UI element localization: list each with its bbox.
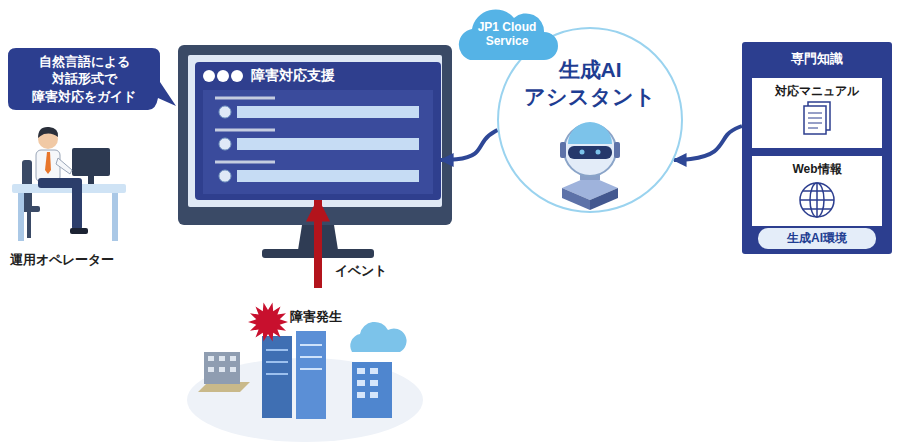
datacenter-illustration-part — [266, 361, 288, 363]
knowledge-panel: 専門知識生成AI環境 対応マニュアル Web情報 — [742, 42, 892, 254]
node-text: Web情報 — [752, 161, 882, 178]
assistant-circle-part — [562, 188, 590, 210]
datacenter-illustration-part — [357, 380, 365, 386]
event-arrow — [314, 200, 322, 288]
operator-figure — [12, 127, 126, 241]
chat-rows-part — [215, 129, 275, 132]
document-icon-part — [808, 123, 822, 124]
datacenter-illustration-part — [370, 380, 378, 386]
callout-bubble: 自然言語による 対話形式で 障害対応をガイド — [8, 48, 160, 110]
incident-starburst-part — [248, 303, 288, 342]
flow-arrow — [674, 126, 742, 160]
cloud-service: JP1 Cloud Service — [452, 4, 562, 64]
datacenter-illustration-part — [230, 367, 236, 372]
datacenter-illustration-part — [370, 368, 378, 374]
operator-figure-part — [45, 152, 51, 174]
chat-rows-part — [237, 138, 419, 150]
app-window: 障害対応支援 — [195, 62, 441, 200]
chat-rows-part — [203, 90, 433, 194]
operator-figure-part — [38, 127, 58, 138]
datacenter-illustration-part — [262, 336, 292, 418]
document-icon-part — [804, 106, 826, 134]
cloud-shape-part — [459, 9, 558, 60]
assistant-circle-part — [498, 28, 682, 212]
datacenter-illustration-part — [357, 392, 365, 398]
chat-rows-part — [231, 70, 243, 82]
web-info-box: Web情報 — [752, 156, 882, 226]
node-text: 専門知識 — [742, 50, 892, 68]
chat-rows-part — [203, 70, 215, 82]
chat-rows-part — [215, 97, 275, 100]
datacenter-illustration-part — [219, 356, 225, 361]
globe-icon-part — [800, 183, 834, 217]
node-text: JP1 Cloud Service — [470, 21, 544, 49]
datacenter-illustration-part — [300, 368, 322, 370]
operator-figure-part — [27, 212, 31, 238]
monitor-frame-part — [178, 45, 452, 225]
datacenter-illustration-part — [208, 356, 214, 361]
datacenter-illustration-part — [350, 322, 406, 352]
role-label: 運用オペレーター — [10, 251, 114, 269]
datacenter-illustration-part — [266, 373, 288, 375]
chat-rows-part — [215, 161, 275, 164]
assistant-circle-part — [568, 146, 612, 159]
datacenter-illustration-part — [370, 392, 378, 398]
assistant-circle-part — [568, 122, 612, 144]
monitor-frame-part — [188, 55, 442, 207]
manual-box: 対応マニュアル — [752, 78, 882, 148]
assistant-circle-part — [614, 142, 620, 158]
datacenter-illustration-part — [266, 349, 288, 351]
datacenter-illustration-part — [296, 331, 326, 419]
node-footer-text: 生成AI環境 — [758, 228, 876, 249]
node-text: 障害発生 — [290, 308, 342, 326]
globe-icon-part-part — [800, 183, 834, 217]
chat-rows-part — [237, 106, 419, 118]
assistant-circle-part — [596, 150, 601, 155]
flow-arrow — [441, 130, 498, 160]
incident-site: 障害発生 — [190, 288, 430, 440]
datacenter-illustration-part — [208, 367, 214, 372]
operator-figure-part — [72, 148, 110, 176]
operator-figure-part — [72, 180, 82, 230]
globe-icon-part-part — [816, 183, 818, 217]
node-text: 生成AI アシスタント — [516, 56, 664, 111]
bubble-shape-part — [8, 48, 176, 110]
node-text: 自然言語による 対話形式で 障害対応をガイド — [18, 53, 150, 106]
document-icon-part — [808, 118, 822, 119]
document-icon-part — [808, 113, 822, 114]
datacenter-illustration-part — [352, 362, 392, 418]
assistant-circle-part — [590, 188, 618, 210]
operator-figure-part — [36, 150, 60, 182]
datacenter-illustration-part — [300, 344, 322, 346]
incident-starburst — [248, 303, 288, 342]
operator-figure-part — [112, 193, 118, 241]
assistant-circle-part — [580, 150, 585, 155]
edge-label: イベント — [332, 262, 390, 280]
chat-rows-part — [217, 70, 229, 82]
datacenter-illustration-part — [300, 356, 322, 358]
operator-figure-part — [88, 176, 94, 184]
node-text: 対応マニュアル — [752, 83, 882, 100]
datacenter-illustration-part — [204, 352, 240, 384]
node-text: 障害対応支援 — [251, 67, 433, 85]
operator-figure-part — [70, 228, 88, 234]
chat-rows-part — [219, 106, 231, 118]
assistant-circle-part — [560, 142, 566, 158]
chat-rows-part — [219, 138, 231, 150]
operator-figure-part — [56, 158, 72, 174]
chat-rows-part — [237, 170, 419, 182]
datacenter-illustration-part — [230, 356, 236, 361]
datacenter-illustration — [187, 303, 423, 443]
datacenter-illustration-part — [357, 368, 365, 374]
operator-figure-part — [18, 193, 24, 241]
chat-rows-part — [219, 170, 231, 182]
datacenter-illustration-part — [219, 367, 225, 372]
document-icon-part — [808, 128, 818, 129]
